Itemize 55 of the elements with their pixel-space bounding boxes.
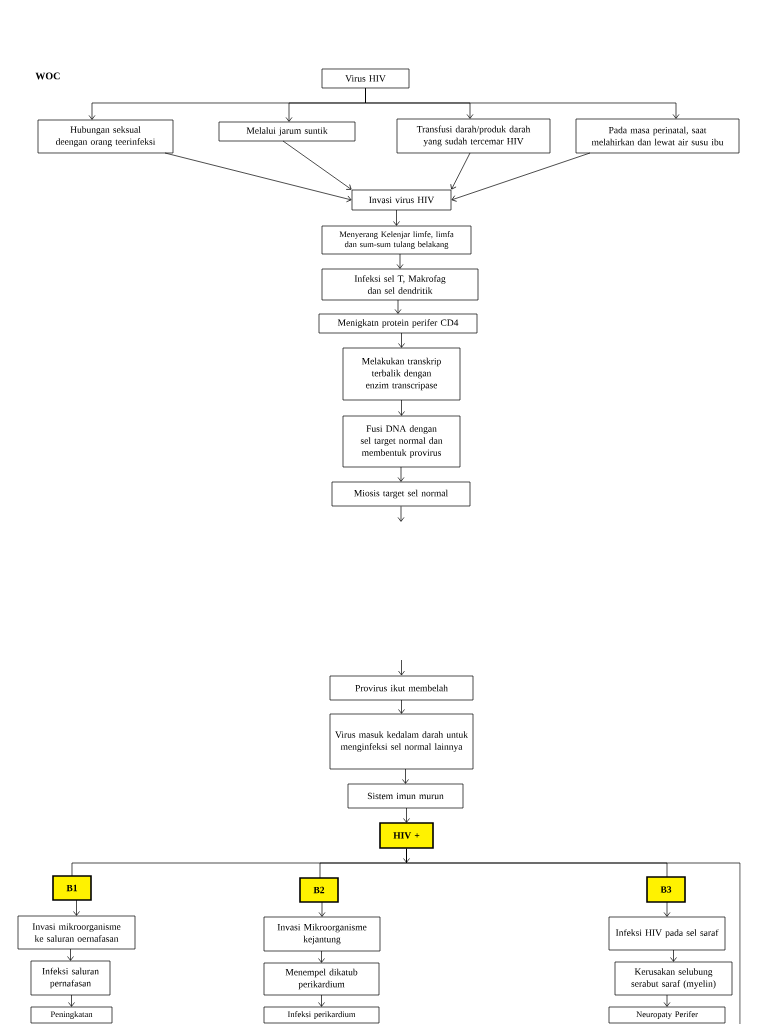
arrow [397, 506, 405, 522]
arrow [450, 152, 471, 190]
arrow [402, 768, 409, 784]
arrow [663, 994, 671, 1007]
arrow [397, 466, 405, 482]
arrow [393, 209, 400, 226]
arrow [365, 88, 680, 119]
process-box: Melakukan transkrip terbalik dengan enzim transcripase [342, 347, 461, 401]
label-box: B1 [52, 875, 92, 901]
label-box: B3 [646, 876, 686, 903]
arrow [403, 807, 410, 823]
process-box: Menempel dikatub perikardium [263, 962, 380, 996]
arrow [67, 948, 74, 961]
arrow [398, 699, 405, 714]
process-box: Infeksi sel T, Makrofag dan sel dendritik [321, 268, 479, 301]
process-box: Fusi DNA dengan sel target normal dan membentuk provirus [342, 415, 461, 468]
arrow [318, 901, 326, 917]
process-box: Invasi virus HIV [351, 189, 452, 211]
arrow [396, 253, 404, 269]
process-box: Kerusakan selubung serabut saraf (myelin) [614, 961, 733, 996]
arrow [394, 299, 402, 314]
arrow [164, 152, 352, 203]
process-box: Invasi Mikroorganisme kejantung [263, 916, 381, 952]
arrow [451, 152, 591, 202]
arrow [398, 659, 405, 676]
process-box: Pada masa perinatal, saat melahirkan dan lewat air susu ibu [575, 118, 740, 154]
arrow [73, 899, 80, 916]
arrow [318, 950, 325, 963]
label-box: B2 [299, 877, 339, 903]
arrow [398, 332, 405, 348]
process-box: Neuropaty Perifer [608, 1006, 726, 1024]
process-box: Transfusi darah/produk darah yang sudah tercemar HIV [396, 118, 551, 154]
label-box: HIV + [379, 822, 434, 849]
arrow [403, 848, 410, 863]
arrow [663, 901, 671, 917]
process-box: Hubungan seksual deengan orang teerinfeksi [37, 119, 174, 154]
arrow [398, 399, 405, 416]
process-box: Menigkatn protein perifer CD4 [318, 313, 478, 334]
process-box: Infeksi saluran pernafasan [30, 960, 111, 996]
arrow [670, 949, 677, 962]
process-box: Melalui jarum suntik [218, 121, 356, 142]
process-box: Menyerang Kelenjar limfe, limfa dan sum-sum tulang belakang [321, 225, 472, 255]
process-box: Sistem imun murun [347, 783, 464, 809]
arrow [68, 994, 75, 1007]
process-box: Virus HIV [321, 68, 410, 89]
arrow [282, 140, 352, 190]
process-box: Provirus ikut membelah [329, 675, 474, 701]
process-box: Infeksi perikardium [263, 1006, 380, 1024]
process-box: Infeksi HIV pada sel saraf [608, 916, 726, 951]
process-box: Miosis target sel normal [331, 481, 471, 507]
process-box: Peningkatan [30, 1006, 113, 1024]
process-box: Virus masuk kedalam darah untuk menginfeksi sel normal lainnya [329, 713, 474, 770]
heading: WOC [35, 72, 60, 80]
arrow [318, 994, 325, 1007]
process-box: Invasi mikroorganisme ke saluran oernafasan [17, 915, 136, 950]
